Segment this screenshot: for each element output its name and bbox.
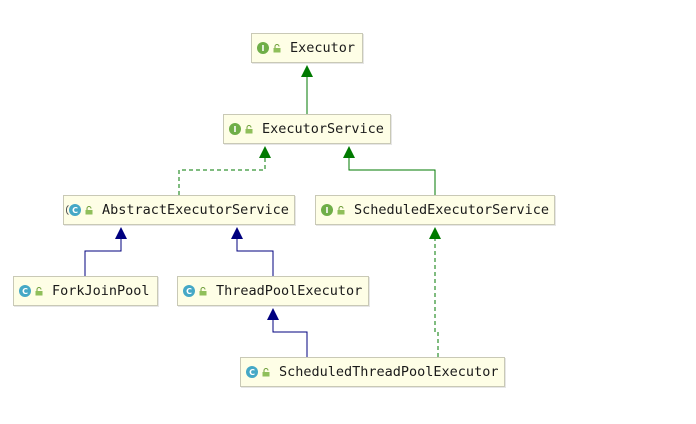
arrowhead-threadpool <box>267 308 279 320</box>
node-label: Executor <box>290 40 356 56</box>
node-fork-join-pool[interactable]: C ForkJoinPool <box>13 276 158 306</box>
arrowhead-executorservice-right <box>343 146 355 158</box>
edge-scheduledthreadpool-scheduledservice <box>434 238 439 357</box>
lock-open-icon <box>35 286 43 295</box>
edge-threadpool-abstract <box>236 238 274 276</box>
arrowhead-executorservice-left <box>259 146 271 158</box>
class-icon: C <box>183 285 195 297</box>
edge-abstractexecutor-executorservice <box>178 157 266 195</box>
node-executor[interactable]: I Executor <box>251 33 363 63</box>
lock-open-icon <box>337 205 345 214</box>
node-label: ExecutorService <box>262 121 384 137</box>
arrowhead-executor <box>301 65 313 77</box>
arrowhead-abstract-right <box>231 227 243 239</box>
lock-open-icon <box>85 205 93 214</box>
edge-scheduledservice-executorservice <box>348 157 436 195</box>
node-scheduled-executor-service[interactable]: I ScheduledExecutorService <box>315 195 555 225</box>
lock-open-icon <box>199 286 207 295</box>
arrowhead-abstract-left <box>115 227 127 239</box>
node-label: AbstractExecutorService <box>102 202 289 218</box>
node-thread-pool-executor[interactable]: C ThreadPoolExecutor <box>177 276 369 306</box>
lock-open-icon <box>245 124 253 133</box>
interface-icon: I <box>229 123 241 135</box>
edge-scheduledthreadpool-threadpool <box>272 319 308 357</box>
lock-open-icon <box>273 43 281 52</box>
node-scheduled-thread-pool-executor[interactable]: C ScheduledThreadPoolExecutor <box>240 357 505 387</box>
edge-forkjoin-abstract <box>84 238 122 276</box>
node-executor-service[interactable]: I ExecutorService <box>223 114 391 144</box>
node-label: ThreadPoolExecutor <box>216 283 363 299</box>
node-label: ScheduledExecutorService <box>354 202 550 218</box>
node-abstract-executor-service[interactable]: C AbstractExecutorService <box>63 195 295 225</box>
class-icon: C <box>246 366 258 378</box>
arrowhead-scheduledservice <box>429 227 441 239</box>
abstract-class-icon: C <box>66 203 81 217</box>
node-label: ForkJoinPool <box>52 283 150 299</box>
class-icon: C <box>19 285 31 297</box>
interface-icon: I <box>257 42 269 54</box>
interface-icon: I <box>321 204 333 216</box>
node-label: ScheduledThreadPoolExecutor <box>279 364 499 380</box>
lock-open-icon <box>262 367 270 376</box>
